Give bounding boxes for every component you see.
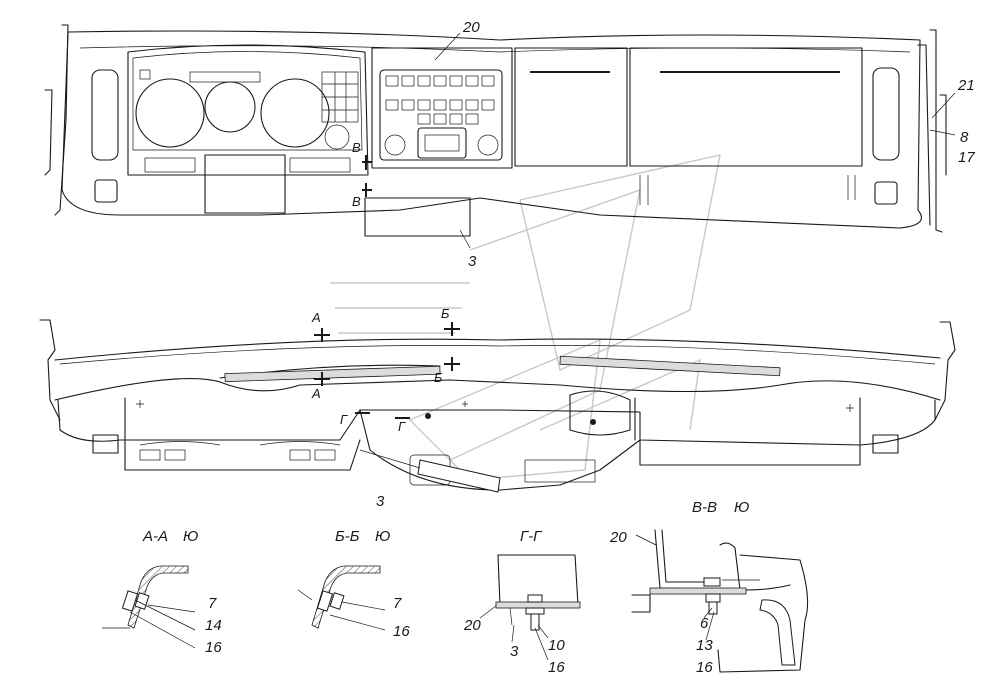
cut-mark-b-lower: Б <box>434 370 443 385</box>
section-gg-label-4: 16 <box>548 659 565 676</box>
section-gg-label-2: 3 <box>510 643 519 660</box>
cut-mark-v-upper: В <box>352 140 361 155</box>
section-bb-label-1: 7 <box>393 595 402 612</box>
cut-mark-b-upper: Б <box>441 306 450 321</box>
section-vv: В-В Ю 20 6 13 16 <box>609 499 809 676</box>
section-aa-rot: Ю <box>183 528 198 545</box>
top-view-dashboard <box>44 24 947 237</box>
section-gg-label-3: 10 <box>548 637 565 654</box>
label-3-top: 3 <box>468 253 477 270</box>
label-20-top: 20 <box>462 19 480 36</box>
section-gg-label-1: 20 <box>463 617 481 634</box>
section-vv-label-2: 6 <box>700 615 709 632</box>
section-vv-label-1: 20 <box>609 529 627 546</box>
label-17: 17 <box>958 149 975 166</box>
section-bb-rot: Ю <box>375 528 390 545</box>
label-8: 8 <box>960 129 969 146</box>
switch-grid <box>385 75 495 125</box>
section-gg: Г-Г 20 3 10 16 <box>463 528 581 676</box>
section-vv-label-3: 13 <box>696 637 713 654</box>
section-aa-label-2: 14 <box>205 617 222 634</box>
section-bb: Б-Б Ю 7 16 <box>297 528 410 640</box>
section-bb-label-2: 16 <box>393 623 410 640</box>
cut-mark-a-upper: А <box>311 310 321 325</box>
section-bb-title: Б-Б <box>335 528 360 545</box>
watermark-logo <box>330 154 721 481</box>
cut-mark-g-left: Г <box>340 412 348 427</box>
section-vv-title: В-В <box>692 499 717 516</box>
section-vv-rot: Ю <box>734 499 749 516</box>
section-aa-label-3: 16 <box>205 639 222 656</box>
section-aa: А-А Ю 7 14 16 <box>102 528 222 656</box>
section-gg-title: Г-Г <box>520 528 543 545</box>
label-3-front: 3 <box>376 493 385 510</box>
cut-mark-g-right: Г <box>398 419 406 434</box>
section-vv-label-4: 16 <box>696 659 713 676</box>
cut-mark-a-lower: А <box>311 386 321 401</box>
label-21: 21 <box>957 77 975 94</box>
cut-mark-v-lower: В <box>352 194 361 209</box>
section-aa-label-1: 7 <box>208 595 217 612</box>
front-view-dashboard <box>39 319 956 493</box>
top-view-leaders <box>434 32 956 249</box>
section-aa-title: А-А <box>142 528 168 545</box>
front-vents <box>139 441 596 486</box>
